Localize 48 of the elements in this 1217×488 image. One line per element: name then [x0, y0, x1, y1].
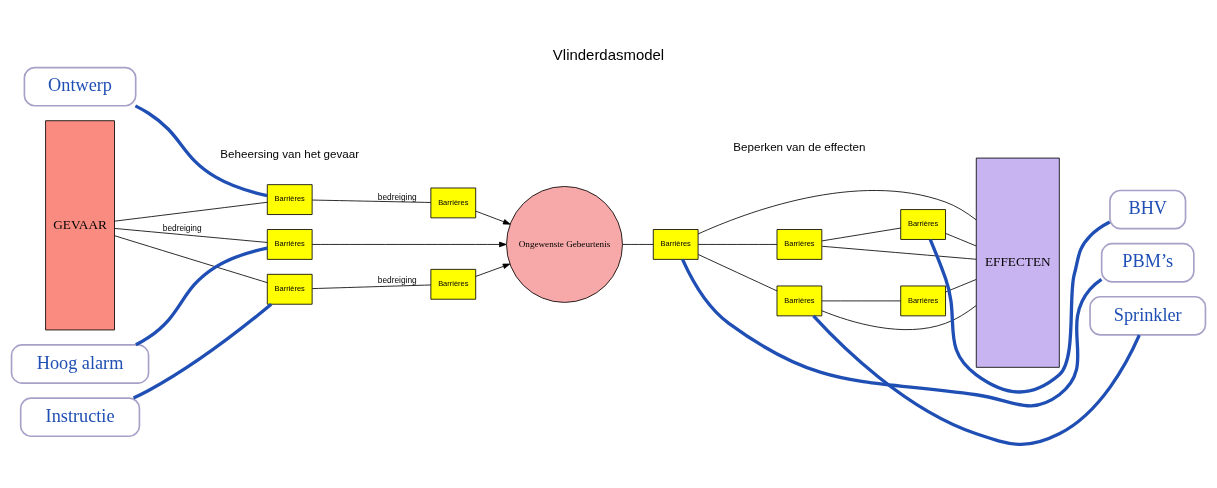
connector	[132, 302, 273, 399]
node-box: Barrières	[266, 228, 313, 260]
connector	[697, 253, 778, 291]
node-box: PBM’s	[1100, 242, 1195, 283]
node-box: Sprinkler	[1089, 295, 1207, 336]
arrow	[475, 210, 511, 225]
connector	[821, 245, 977, 260]
connector	[928, 220, 1111, 394]
connector	[945, 278, 977, 292]
edge-label: bedreiging	[162, 222, 202, 233]
node-box: Barrières	[776, 285, 823, 316]
connector	[622, 243, 654, 245]
node-box: Barrières	[776, 228, 823, 260]
connector	[114, 201, 268, 222]
node-box: Instructie	[19, 396, 141, 437]
connector	[821, 300, 902, 301]
connector	[114, 227, 268, 243]
label: Beheersing van het gevaar	[220, 146, 360, 160]
edge-label: bedreiging	[377, 274, 417, 285]
arrow	[311, 241, 507, 247]
node-box: Barrières	[430, 268, 477, 300]
node-box: Hoog alarm	[10, 343, 150, 384]
connector	[135, 245, 268, 346]
node-circle: Ongewenste Gebeurtenis	[506, 185, 623, 303]
arrow	[475, 263, 511, 277]
node-box: Barrières	[266, 273, 313, 305]
connector	[812, 314, 1141, 446]
label: Beperken van de effecten	[733, 139, 866, 153]
diagram-title: Vlinderdasmodel	[552, 45, 665, 63]
edge-label: bedreiging	[377, 191, 417, 202]
connector	[697, 243, 778, 245]
connector	[821, 227, 902, 241]
node-box: GEVAAR	[45, 119, 115, 330]
connector	[697, 189, 977, 234]
connector	[311, 199, 432, 203]
node-box: Barrières	[430, 187, 477, 218]
connector	[311, 284, 432, 289]
connector	[134, 103, 268, 197]
node-box: Barrières	[900, 208, 946, 240]
connector	[945, 232, 977, 246]
node-box: Barrières	[652, 228, 699, 260]
node-box: BHV	[1109, 189, 1187, 229]
connector	[821, 304, 977, 330]
node-box: Barrières	[900, 285, 946, 316]
node-box: EFFECTEN	[975, 157, 1060, 368]
node-box: Ontwerp	[23, 66, 137, 107]
connector	[114, 234, 268, 283]
node-box: Barrières	[266, 183, 313, 215]
